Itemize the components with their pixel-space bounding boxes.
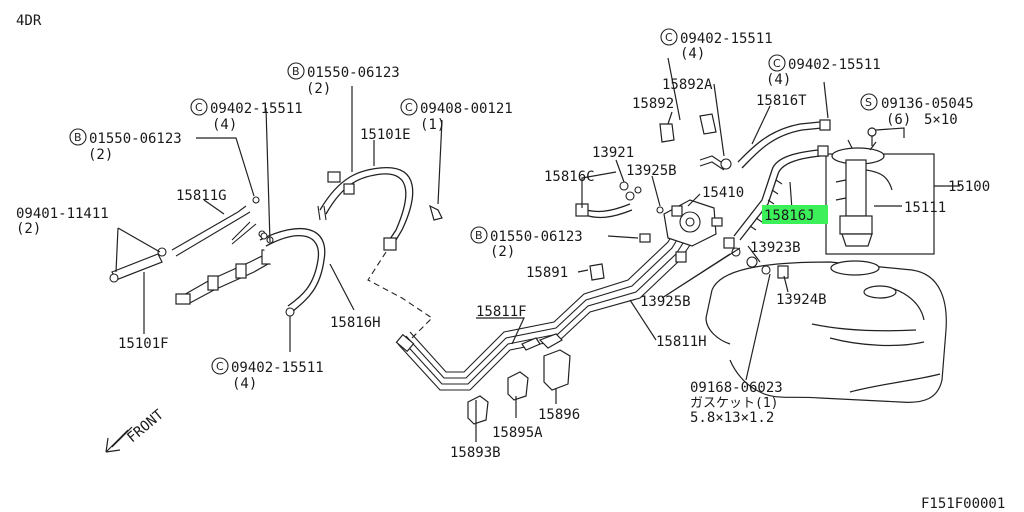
leader-lines	[115, 57, 829, 442]
fuel-pump-assembly	[825, 139, 935, 255]
label-13924B: 13924B	[776, 292, 827, 308]
prefix-s: S	[865, 96, 872, 109]
prefix-b: B	[74, 131, 82, 144]
label-15896: 15896	[538, 407, 580, 423]
highlight-15816J	[762, 205, 828, 224]
prefix-c: C	[405, 101, 413, 114]
label-15816J: 15816J	[764, 208, 815, 224]
label-qty-b-top: (2)	[306, 81, 331, 97]
fuel-tank	[705, 260, 947, 403]
screw-icon	[867, 127, 877, 146]
figure-code: F151F00001	[921, 496, 1005, 512]
clamp-15892	[659, 123, 675, 143]
label-15816H: 15816H	[330, 315, 381, 331]
label-13921: 13921	[592, 145, 634, 161]
label-15816T: 15816T	[756, 93, 807, 109]
label-15410: 15410	[702, 185, 744, 201]
label-c-09402-15511-top1: 09402-15511	[680, 31, 773, 47]
fuel-line-bundle	[395, 217, 701, 391]
prefix-b: B	[475, 229, 483, 242]
variant-label: 4DR	[16, 13, 42, 29]
label-15893B: 15893B	[450, 445, 501, 461]
label-c-09408-00121: 09408-00121	[420, 101, 513, 117]
prefix-b: B	[292, 65, 300, 78]
label-c-09402-15511-bottom: 09402-15511	[231, 360, 324, 376]
label-b-01550-06123-left: 01550-06123	[89, 131, 182, 147]
pressure-regulator-15410	[663, 199, 723, 247]
label-15892: 15892	[632, 96, 674, 112]
label-gasket-size: 5.8×13×1.2	[690, 410, 774, 426]
clamp-15892A	[699, 113, 717, 135]
label-13925B-mid: 13925B	[640, 294, 691, 310]
label-qty-b-mid: (2)	[490, 244, 515, 260]
pump-seat-ring	[830, 260, 880, 276]
label-qty-c-09408: (1)	[420, 117, 445, 133]
label-b-01550-06123-mid: 01550-06123	[490, 229, 583, 245]
label-c-09402-15511-left: 09402-15511	[210, 101, 303, 117]
prefix-c: C	[773, 57, 781, 70]
label-15892A: 15892A	[662, 77, 713, 93]
label-15101E: 15101E	[360, 127, 411, 143]
label-s-09136-05045: 09136-05045	[881, 96, 974, 112]
label-15895A: 15895A	[492, 425, 543, 441]
label-15100: 15100	[948, 179, 990, 195]
label-13923B: 13923B	[750, 240, 801, 256]
label-15811F: 15811F	[476, 304, 527, 320]
clip-icon	[285, 307, 295, 317]
label-qty-c-left: (4)	[212, 117, 237, 133]
label-15811G: 15811G	[176, 188, 227, 204]
label-qty-s: (6)	[886, 112, 911, 128]
label-15811H: 15811H	[656, 334, 707, 350]
bracket-15893B	[467, 395, 489, 425]
label-15101F: 15101F	[118, 336, 169, 352]
bracket-15895A	[507, 371, 529, 401]
prefix-c: C	[195, 101, 203, 114]
label-qty-c-top2: (4)	[766, 72, 791, 88]
hose-15101F	[111, 253, 163, 281]
label-15111: 15111	[904, 200, 946, 216]
label-09168-06023: 09168-06023	[690, 380, 783, 396]
label-qty-c-bottom: (4)	[232, 376, 257, 392]
label-qty-b-left: (2)	[88, 147, 113, 163]
label-09401-11411: 09401-11411	[16, 206, 109, 222]
label-15816C: 15816C	[544, 169, 595, 185]
label-c-09402-15511-top2: 09402-15511	[788, 57, 881, 73]
label-qty-09401: (2)	[16, 221, 41, 237]
label-13925B-top: 13925B	[626, 163, 677, 179]
bracket-15896	[543, 349, 571, 391]
label-gasket-desc: ガスケット(1)	[690, 396, 778, 411]
label-qty-c-top1: (4)	[680, 46, 705, 62]
label-size-s: 5×10	[924, 112, 958, 128]
front-arrow-icon	[105, 426, 133, 453]
prefix-c: C	[665, 31, 673, 44]
front-label: FRONT	[124, 406, 167, 446]
label-15891: 15891	[526, 265, 568, 281]
drain-plug	[863, 285, 897, 299]
prefix-c: C	[216, 360, 224, 373]
label-b-01550-06123-top: 01550-06123	[307, 65, 400, 81]
left-fuel-pipe-assembly	[109, 167, 443, 317]
